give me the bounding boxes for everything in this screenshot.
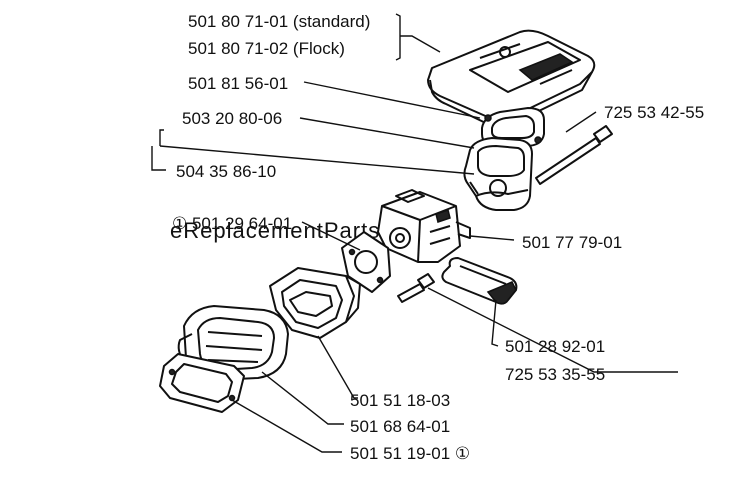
label-501-28-92-01: 501 28 92-01: [505, 337, 605, 356]
label-503-20-80-06: 503 20 80-06: [182, 109, 282, 128]
intake-adapter: [463, 137, 533, 211]
label-725-53-42-55: 725 53 42-55: [604, 103, 704, 122]
air-filter-cover: [427, 29, 596, 129]
label-501-77-79-01: 501 77 79-01: [522, 233, 622, 252]
label-501-80-71-01: 501 80 71-01 (standard): [188, 12, 370, 31]
short-bolt: [397, 273, 435, 303]
label-504-35-86-10: 504 35 86-10: [176, 162, 276, 181]
label-501-51-19-01: 501 51 19-01 ①: [350, 444, 470, 463]
leader-lines: [151, 13, 678, 453]
gasket-ring: [481, 107, 545, 147]
label-725-53-35-55: 725 53 35-55: [505, 365, 605, 384]
part-labels: 501 80 71-01 (standard) 501 80 71-02 (Fl…: [172, 12, 704, 463]
label-501-81-56-01: 501 81 56-01: [188, 74, 288, 93]
label-501-29-64-01: ① 501 29 64-01: [172, 214, 292, 233]
label-501-51-18-03: 501 51 18-03: [350, 391, 450, 410]
label-501-68-64-01: 501 68 64-01: [350, 417, 450, 436]
fuel-filter: [441, 257, 518, 305]
intake-housing: [269, 267, 361, 339]
label-501-80-71-02: 501 80 71-02 (Flock): [188, 39, 345, 58]
long-bolt: [535, 125, 613, 185]
carburetor: [377, 189, 471, 263]
bottom-gasket: [159, 353, 245, 413]
